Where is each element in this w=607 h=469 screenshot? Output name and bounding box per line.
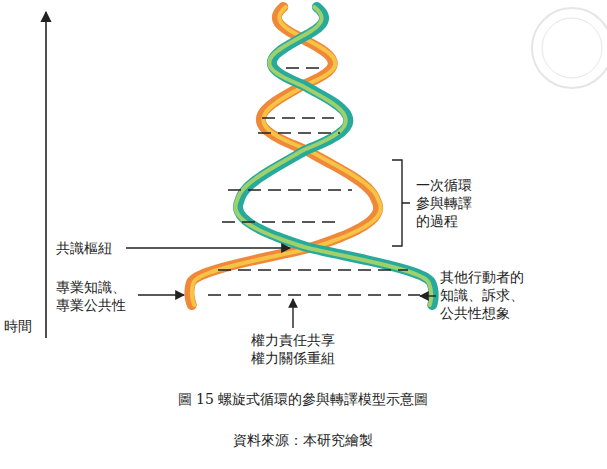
helix-ribbon [238,7,434,305]
leader-arrow [292,299,293,328]
double-helix [189,7,433,305]
bracket-label: 一次循環 參與轉譯 的過程 [416,176,476,230]
axis-label: 時間 [4,317,32,335]
helix-rungs [208,68,420,295]
hub-label: 共識樞紐 [56,239,112,257]
watermark-seal [532,8,607,88]
helix-ribbon [236,7,432,305]
leader-arrow [420,295,436,296]
leader-arrow [138,294,184,295]
source-note: 資料來源：本研究繪製 [233,431,373,449]
cycle-bracket [392,160,410,246]
strand-label: 專業知識、專業公共性 [56,278,130,314]
time-axis [45,12,47,338]
strand-label: 其他行動者的知識、訴求、公共性想象 [440,268,528,322]
leader-arrow [126,247,290,248]
outcome-label: 權力責任共享 權力關係重組 [248,331,338,367]
figure-caption: 圖 15 螺旋式循環的參與轉譯模型示意圖 [178,390,429,408]
